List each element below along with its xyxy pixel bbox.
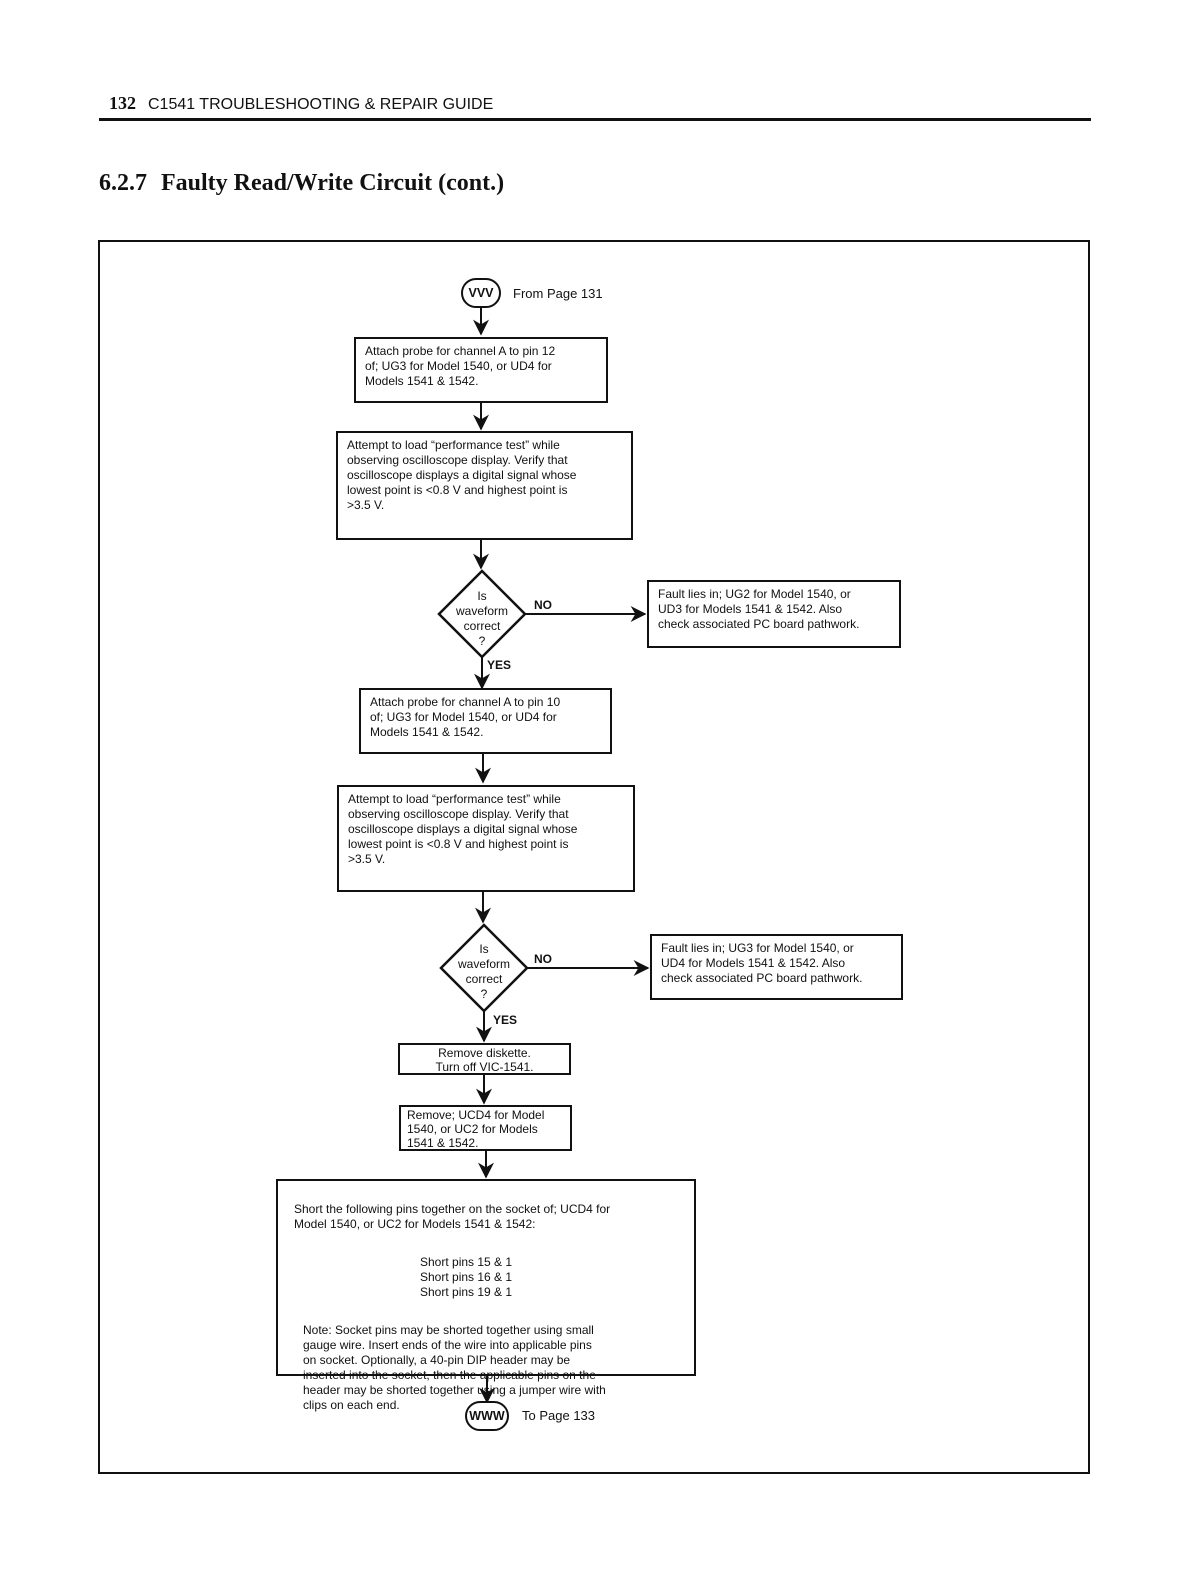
step7-short-pins: Short pins 15 & 1 Short pins 16 & 1 Shor… — [420, 1255, 513, 1299]
flowchart-frame — [98, 240, 1090, 1474]
step2-box: Attempt to load “performance test” while… — [336, 431, 633, 540]
decision1-no-label: NO — [534, 598, 552, 612]
section-number: 6.2.7 — [99, 170, 147, 196]
end-connector-oval — [465, 1401, 509, 1431]
fault2-box: Fault lies in; UG3 for Model 1540, or UD… — [650, 934, 903, 1000]
decision1-yes-label: YES — [487, 658, 512, 672]
step7-intro: Short the following pins together on the… — [294, 1202, 611, 1231]
end-connector-label: WWW — [469, 1409, 505, 1423]
step7-box: Short the following pins together on the… — [276, 1179, 696, 1412]
end-connector-text: To Page 133 — [522, 1408, 596, 1423]
decision2-yes-label: YES — [493, 1013, 518, 1027]
running-title: C1541 TROUBLESHOOTING & REPAIR GUIDE — [148, 96, 494, 113]
step6-box: Remove; UCD4 for Model 1540, or UC2 for … — [399, 1105, 572, 1151]
section-heading: 6.2.7 Faulty Read/Write Circuit (cont.) — [99, 170, 504, 197]
step5-box: Remove diskette. Turn off VIC-1541. — [398, 1043, 571, 1075]
step3-box: Attach probe for channel A to pin 10 of;… — [359, 688, 612, 754]
step1-box: Attach probe for channel A to pin 12 of;… — [354, 337, 608, 403]
step4-box: Attempt to load “performance test” while… — [337, 785, 635, 892]
step7-note: Note: Socket pins may be shorted togethe… — [303, 1323, 606, 1412]
decision1-text: Is waveform correct ? — [455, 589, 508, 648]
running-head: 132 C1541 TROUBLESHOOTING & REPAIR GUIDE — [99, 92, 1091, 121]
section-title: Faulty Read/Write Circuit (cont.) — [161, 170, 505, 196]
start-connector-label: VVV — [468, 286, 494, 300]
fault1-box: Fault lies in; UG2 for Model 1540, or UD… — [647, 580, 901, 648]
page-number: 132 — [109, 93, 136, 113]
start-connector-text: From Page 131 — [513, 286, 603, 301]
decision2-no-label: NO — [534, 952, 552, 966]
decision2-text: Is waveform correct ? — [457, 942, 510, 1001]
